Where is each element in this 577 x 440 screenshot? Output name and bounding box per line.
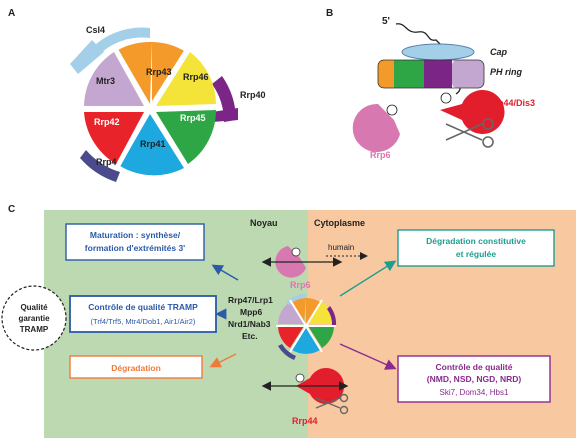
label-rrp6-c: Rrp6 xyxy=(290,280,311,290)
deg-const-line2: et régulée xyxy=(456,249,496,259)
arrow-to-maturation xyxy=(211,264,239,281)
label-mtr3: Mtr3 xyxy=(96,76,115,86)
label-rrp43: Rrp43 xyxy=(146,67,172,77)
arrow-to-degradation xyxy=(209,353,237,368)
label-rrp4: Rrp4 xyxy=(96,157,117,167)
label-rrp6-b: Rrp6 xyxy=(370,150,391,160)
maturation-line2: formation d'extrémités 3' xyxy=(85,243,185,253)
cap-ellipse xyxy=(401,43,475,61)
label-rrp46: Rrp46 xyxy=(183,72,209,82)
rrp4-cap xyxy=(80,150,120,182)
cq-cyto-line2: (NMD, NSD, NGD, NRD) xyxy=(427,374,522,384)
cq-cyto-line3: Ski7, Dom34, Hbs1 xyxy=(440,388,509,397)
degradation-label: Dégradation xyxy=(111,363,161,373)
label-rrp44-b: Rrp44/Dis3 xyxy=(488,98,535,108)
cofactor-4: Etc. xyxy=(242,331,258,341)
rrp44-pacman-b xyxy=(440,90,505,134)
cq-cyto-line1: Contrôle de qualité xyxy=(436,362,513,372)
cofactor-3: Nrd1/Nab3 xyxy=(228,319,271,329)
arrow-to-deg-const xyxy=(339,260,397,297)
label-humain: humain xyxy=(328,243,354,252)
label-cytoplasme: Cytoplasme xyxy=(314,218,365,228)
label-csl4: Csl4 xyxy=(86,25,105,35)
arrow-to-cq-cyto xyxy=(339,343,397,370)
rrp45-subunit xyxy=(156,110,217,164)
degradation-box xyxy=(69,355,203,379)
ph-ring xyxy=(377,59,485,89)
exosome-ring-c xyxy=(276,294,337,360)
label-rrp44-c: Rrp44 xyxy=(292,416,318,426)
rrp41-subunit xyxy=(120,114,184,176)
cq-cyto-box xyxy=(397,355,551,403)
panel-label-c: C xyxy=(8,204,15,215)
qualite-line1: Qualité xyxy=(20,303,48,312)
scissors-icon-c xyxy=(315,393,349,415)
rrp40-band xyxy=(212,108,238,122)
maturation-box xyxy=(65,223,205,261)
scissors-icon xyxy=(445,118,494,148)
tramp-sub: (Trf4/Trf5, Mtr4/Dob1, Air1/Air2) xyxy=(91,317,196,326)
qualite-circle xyxy=(1,285,67,351)
qualite-line2: garantie xyxy=(18,314,50,323)
csl4-cap-band xyxy=(70,40,104,74)
mtr3-subunit xyxy=(84,52,144,106)
maturation-line1: Maturation : synthèse/ xyxy=(90,230,181,240)
rrp6-pacman-b xyxy=(352,103,400,152)
deg-const-line1: Dégradation constitutive xyxy=(426,236,526,246)
label-ph-ring: PH ring xyxy=(490,67,523,77)
rna-strand-b xyxy=(395,23,441,45)
panel-label-b: B xyxy=(326,8,333,19)
deg-constitutive-box xyxy=(397,229,555,267)
rrp42-subunit xyxy=(84,112,144,164)
label-5prime: 5' xyxy=(382,16,390,27)
cofactor-1: Rrp47/Lrp1 xyxy=(228,295,273,305)
label-rrp41: Rrp41 xyxy=(140,139,166,149)
exosome-ring-a xyxy=(70,27,238,182)
csl4-cap xyxy=(96,27,150,52)
label-rrp42: Rrp42 xyxy=(94,117,120,127)
cofactor-2: Mpp6 xyxy=(240,307,262,317)
rrp46-subunit xyxy=(156,52,216,106)
label-cap: Cap xyxy=(490,47,508,57)
label-rrp45: Rrp45 xyxy=(180,113,206,123)
label-rrp40: Rrp40 xyxy=(240,90,266,100)
rrp43-subunit-b xyxy=(118,41,152,104)
label-noyau: Noyau xyxy=(250,218,278,228)
qualite-line3: TRAMP xyxy=(20,325,49,334)
tramp-title: Contrôle de qualité TRAMP xyxy=(88,302,198,312)
panel-label-a: A xyxy=(8,8,15,19)
